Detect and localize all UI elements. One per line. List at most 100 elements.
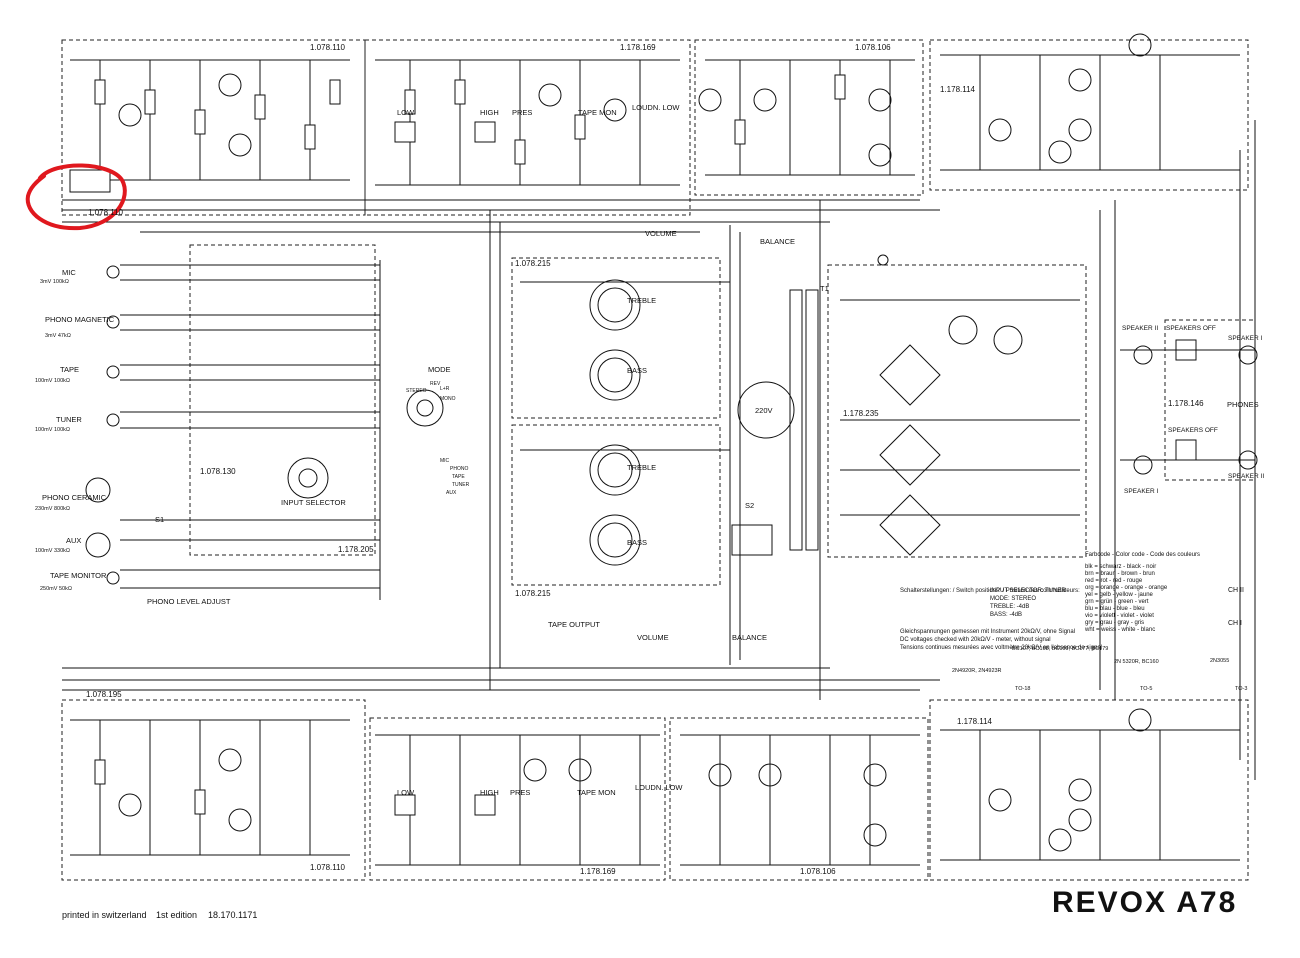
speaker-outputs [1133, 339, 1258, 475]
board-label-1078215: 1.078.215 [515, 259, 551, 268]
label-pres-b: PRES [510, 788, 530, 797]
selector-positions: MIC PHONO TAPE TUNER AUX [440, 458, 470, 496]
label-speakers-off-b: SPEAKERS OFF [1168, 427, 1218, 434]
label-s2: S2 [745, 501, 754, 510]
driver-stage-top [698, 59, 915, 176]
transistor-note-1: BC107, BC108, BC109, BC177, BC179 [1012, 646, 1108, 652]
board-label-1178114-b: 1.178.114 [957, 717, 993, 726]
board-label-1078110: 1.078.110 [310, 43, 346, 52]
switch-note-line-1: INPUT SELECTOR: TUNER [990, 588, 1066, 594]
label-speaker-1: SPEAKER I [1228, 335, 1263, 342]
switch-note-line-4: BASS: -4dB [990, 612, 1022, 618]
stage-details [69, 33, 1240, 866]
input-labels: MIC 3mV 100kΩ PHONO MAGNETIC 3mV 47kΩ TA… [35, 268, 115, 592]
input-aux-label: AUX [66, 536, 81, 545]
color-code-ch2: CH II [1228, 587, 1244, 594]
label-speakers-off: SPEAKERS OFF [1166, 325, 1216, 332]
label-bass: BASS [627, 366, 647, 375]
input-phono-ceramic-spec: 230mV 800kΩ [35, 506, 70, 512]
board-labels: 1.078.110 1.178.169 1.078.106 1.178.114 … [86, 43, 1204, 876]
input-phono-mag-label: PHONO MAGNETIC [45, 315, 115, 324]
input-mic-label: MIC [62, 268, 76, 277]
color-code-row-1: blk = schwarz - black - noir [1085, 564, 1156, 570]
label-balance: BALANCE [760, 237, 795, 246]
selector-pos-mic: MIC [440, 458, 450, 464]
transistor-note-7: TO-3 [1235, 686, 1247, 692]
transistor-note-3: 2N3055 [1210, 658, 1229, 664]
tone-stage-top [375, 59, 680, 186]
footer-docnum: 18.170.1171 [208, 910, 258, 920]
tone-stage-bottom [375, 734, 660, 866]
color-code-row-8: vio = violett - violet - violet [1085, 613, 1154, 619]
board-label-1078106: 1.078.106 [855, 43, 891, 52]
label-low-b: LOW [397, 788, 415, 797]
dc-note-line-1: Gleichspannungen gemessen mit Instrument… [900, 629, 1075, 635]
preamp-stage-bottom [70, 719, 350, 856]
label-input-selector: INPUT SELECTOR [281, 498, 346, 507]
mode-pos-lr: L+R [440, 386, 450, 392]
board-label-1078215-b: 1.078.215 [515, 589, 551, 598]
board-label-1178169: 1.178.169 [620, 43, 656, 52]
label-volume-b: VOLUME [637, 633, 669, 642]
board-label-1078110-b: 1.078.110 [88, 208, 124, 217]
color-code-row-2: brn = braun - brown - brun [1085, 571, 1155, 577]
tone-dials [287, 279, 641, 566]
switch-note-line-3: TREBLE: -4dB [990, 604, 1029, 610]
label-volume: VOLUME [645, 229, 677, 238]
transistor-note-4: 2N 5320R, BC160 [1114, 659, 1159, 665]
label-speaker-1-b: SPEAKER I [1124, 488, 1159, 495]
driver-stage-bottom [680, 734, 920, 866]
color-code-row-7: blu = blau - blue - bleu [1085, 606, 1145, 612]
label-tape-mon-b: TAPE MON [577, 788, 616, 797]
label-speaker-2: SPEAKER II [1122, 325, 1158, 332]
switch-note-line-2: MODE: STEREO [990, 596, 1036, 602]
label-tape-output: TAPE OUTPUT [548, 620, 600, 629]
label-tape-mon: TAPE MON [578, 108, 617, 117]
label-treble-b: TREBLE [627, 463, 656, 472]
color-code-row-5: yel = gelb - yellow - jaune [1085, 592, 1154, 598]
label-phones: PHONES [1227, 400, 1259, 409]
dc-note-line-2: DC voltages checked with 20kΩ/V - meter,… [900, 637, 1051, 643]
label-loudn-low-b: LOUDN. LOW [635, 783, 683, 792]
label-t1: T1 [820, 284, 829, 293]
transistor-notes: BC107, BC108, BC109, BC177, BC179 2N4920… [952, 646, 1247, 692]
input-aux-spec: 100mV 330kΩ [35, 548, 70, 554]
board-label-1078130: 1.078.130 [200, 467, 236, 476]
color-code-table: Farbcode - Color code - Code des couleur… [1084, 552, 1244, 633]
input-tuner-spec: 100mV 100kΩ [35, 427, 70, 433]
power-amp-top [940, 33, 1240, 171]
color-code-row-10: wht = weiss - white - blanc [1084, 627, 1155, 633]
input-mic-spec: 3mV 100kΩ [40, 279, 69, 285]
label-phono-level: PHONO LEVEL ADJUST [147, 597, 231, 606]
board-label-1078106-b: 1.078.106 [800, 867, 836, 876]
transistor-note-5: TO-18 [1015, 686, 1031, 692]
label-speaker-2-b: SPEAKER II [1228, 473, 1264, 480]
input-tape-spec: 100mV 100kΩ [35, 378, 70, 384]
color-code-row-3: red = rot - red - rouge [1085, 578, 1143, 584]
preamp-stage-top [69, 59, 350, 193]
label-balance-b: BALANCE [732, 633, 767, 642]
power-supply [731, 254, 1023, 556]
label-mains: 220V [755, 406, 773, 415]
mode-pos-rev: REV [430, 381, 441, 387]
selector-pos-tuner: TUNER [452, 482, 470, 488]
input-phono-ceramic-label: PHONO CERAMIC [42, 493, 107, 502]
color-code-row-6: grn = grün - green - vert [1085, 599, 1149, 605]
label-bass-b: BASS [627, 538, 647, 547]
label-treble: TREBLE [627, 296, 656, 305]
color-code-row-4: org = orange - orange - orange [1085, 585, 1168, 591]
brand-logo: REVOX A78 [1052, 886, 1238, 919]
label-mode: MODE [428, 365, 451, 374]
board-label-1078195: 1.078.195 [86, 690, 122, 699]
power-amp-bottom [940, 708, 1240, 861]
board-label-1078110-c: 1.078.110 [310, 863, 346, 872]
switch-position-note: Schalterstellungen: / Switch positions: … [900, 588, 1080, 618]
label-loudn-low: LOUDN. LOW [632, 103, 680, 112]
label-high-b: HIGH [480, 788, 499, 797]
red-annotation-circle [25, 163, 127, 231]
board-label-1178169-b: 1.178.169 [580, 867, 616, 876]
board-label-1178205: 1.178.205 [338, 545, 374, 554]
input-jacks [85, 265, 120, 585]
selector-pos-tape: TAPE [452, 474, 465, 480]
